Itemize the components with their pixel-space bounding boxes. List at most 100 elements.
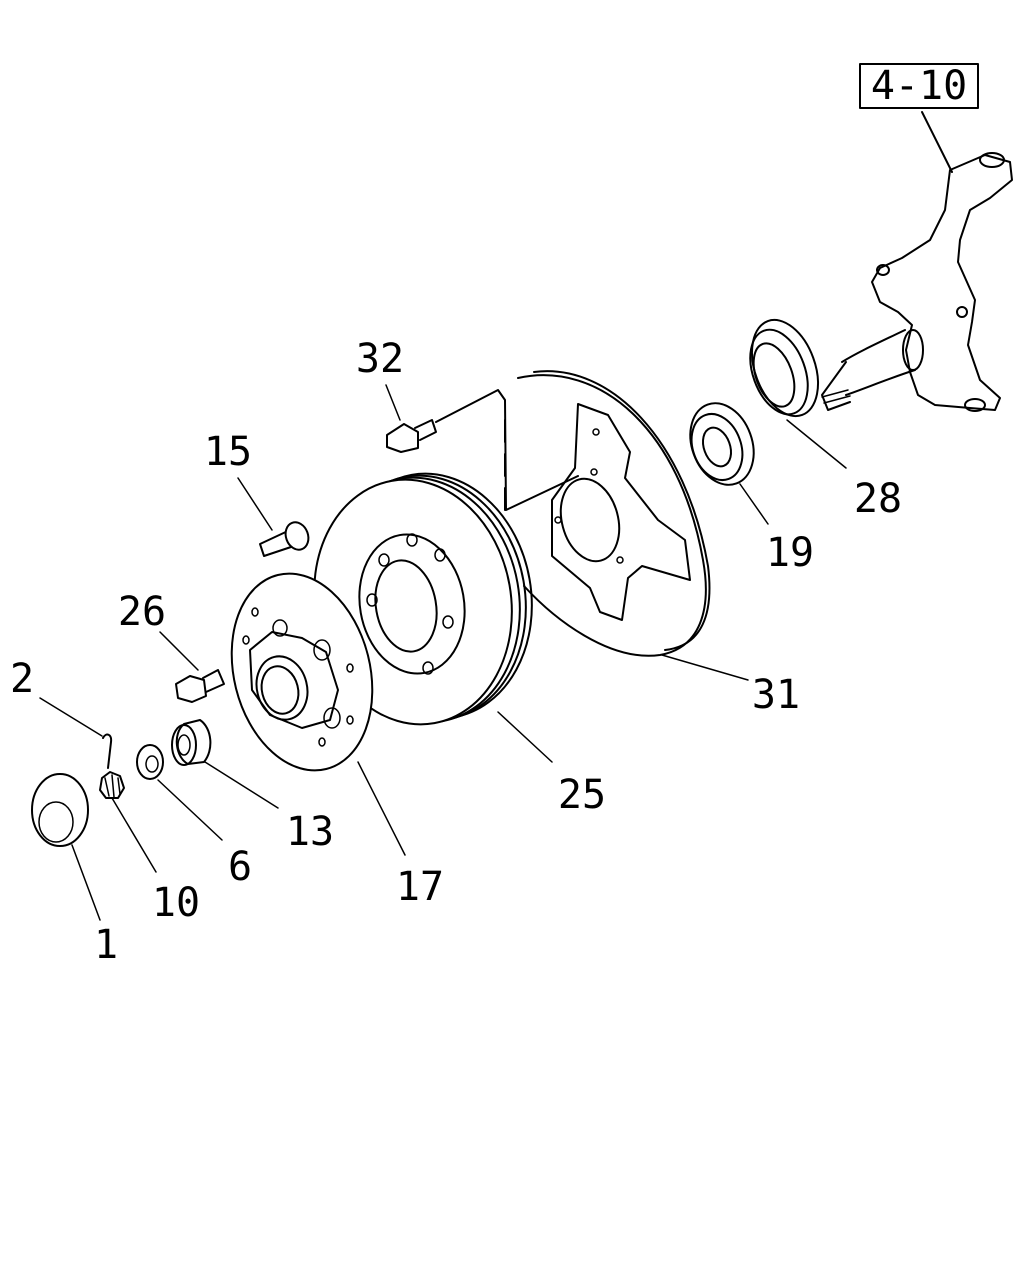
stud-15: 15: [204, 429, 310, 557]
label-32: 32: [356, 336, 404, 382]
hub-bore-outer: [255, 655, 309, 721]
washer-6: 6: [136, 744, 252, 890]
castle-nut-slot-3: [117, 777, 121, 795]
disc-center-bore: [374, 559, 438, 653]
leader-2: [39, 697, 103, 737]
spindle-root: [902, 329, 924, 371]
leader-28: [786, 419, 847, 469]
knuckle-hole-side: [956, 306, 968, 318]
hub-stud-seat-1: [313, 639, 331, 661]
leader-17: [357, 761, 406, 856]
hub-hole-1: [251, 607, 259, 617]
bearing-13-bore: [177, 734, 191, 756]
hub-hole-4: [318, 737, 326, 747]
hub-stud-seat-2: [323, 707, 341, 729]
grease-cap-1: 1: [31, 773, 118, 968]
bearing-13-body: [175, 719, 212, 765]
steering-knuckle: [821, 111, 1013, 412]
bolt-26-shank: [202, 669, 225, 693]
leader-31: [661, 654, 749, 681]
label-1: 1: [94, 922, 118, 968]
shield-hole-3: [554, 516, 562, 524]
hub-17: 17: [230, 572, 444, 910]
castle-nut-slot-2: [111, 774, 115, 798]
disc-bolt-hole-1: [366, 593, 378, 607]
oil-seal-inner: [752, 342, 796, 408]
label-19: 19: [766, 530, 814, 576]
knuckle-hole-upper: [876, 264, 890, 276]
leader-26: [159, 631, 199, 671]
label-26: 26: [118, 589, 166, 635]
castle-nut-10: 10: [99, 771, 200, 926]
shield-rim: [533, 370, 711, 651]
bearing-inner: [701, 426, 733, 468]
knuckle-body: [871, 154, 1013, 411]
leader-6: [157, 779, 223, 841]
grease-cap-dome: [38, 801, 74, 843]
shield-hole-2: [590, 468, 598, 476]
shield-center-hole: [559, 477, 621, 563]
bearing-mid: [690, 413, 744, 481]
label-25: 25: [558, 772, 606, 818]
bolt-26: 26: [118, 589, 225, 703]
washer-6-outer: [136, 744, 164, 780]
hub-hole-5: [346, 715, 354, 725]
label-6: 6: [228, 844, 252, 890]
disc-bolt-hole-6: [422, 661, 434, 675]
spindle-upper-edge: [841, 329, 906, 363]
leader-32: [385, 384, 401, 421]
knuckle-leader-line: [921, 111, 953, 173]
shield-bracket: [551, 403, 691, 621]
bearing-13: 13: [171, 719, 334, 855]
reference-box-frame: [859, 63, 979, 109]
leader-10: [111, 797, 157, 873]
knuckle-arm-hole: [979, 152, 1005, 168]
label-15: 15: [204, 429, 252, 475]
hub-hole-3: [346, 663, 354, 673]
label-2: 2: [10, 656, 34, 702]
disc-bolt-hole-2: [378, 553, 390, 567]
leader-25: [497, 711, 553, 763]
oil-seal-28: 28: [749, 318, 902, 522]
label-31: 31: [752, 672, 800, 718]
grease-cap-outer: [31, 773, 89, 847]
reference-box-label: 4-10: [871, 63, 967, 109]
split-pin-2: 2: [10, 656, 113, 769]
leader-19: [739, 483, 769, 525]
bolt-32-guide: [435, 389, 579, 511]
label-10: 10: [152, 880, 200, 926]
disc-bolt-hole-5: [442, 615, 454, 629]
stud-15-head: [284, 521, 310, 551]
reference-box: 4-10: [859, 63, 979, 109]
leader-1: [71, 844, 101, 921]
leader-13: [204, 761, 279, 809]
oil-seal-rim: [749, 328, 809, 416]
shield-hole-4: [616, 556, 624, 564]
knuckle-hole-lower: [964, 398, 986, 412]
disc-bolt-hole-3: [406, 533, 418, 547]
disc-bolt-hole-4: [434, 548, 446, 562]
label-28: 28: [854, 476, 902, 522]
castle-nut-slot-1: [104, 777, 110, 797]
bolt-32-head: [386, 423, 419, 453]
spindle-lower-edge: [845, 369, 916, 396]
washer-6-inner: [145, 755, 159, 773]
label-13: 13: [286, 809, 334, 855]
hub-hole-2: [242, 635, 250, 645]
spindle-thread-2: [823, 395, 851, 404]
bearing-19: 19: [689, 402, 814, 576]
bolt-32-shank: [414, 419, 437, 441]
label-17: 17: [396, 864, 444, 910]
hub-bore-inner: [260, 665, 300, 715]
hub-stud-seat-3: [272, 619, 288, 637]
split-pin-body: [102, 733, 113, 769]
dust-shield-31: 31: [517, 370, 800, 718]
shield-outer-edge: [517, 374, 707, 657]
bolt-32: 32: [356, 336, 579, 511]
bolt-26-head: [175, 675, 207, 703]
shield-hole-1: [592, 428, 600, 436]
bearing-13-face: [171, 724, 197, 766]
leader-15: [237, 477, 273, 531]
